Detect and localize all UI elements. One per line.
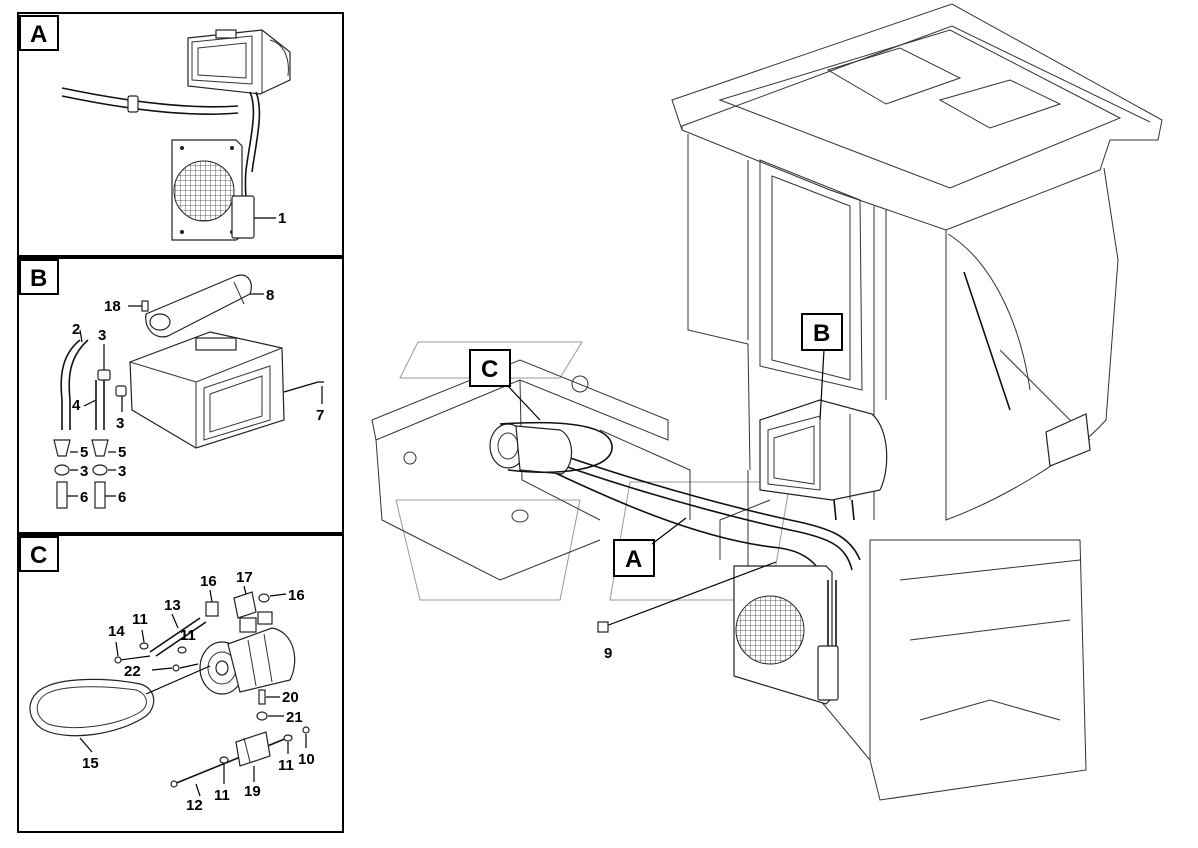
svg-text:A: A — [625, 546, 642, 573]
evaporator-housing-b — [129, 331, 285, 449]
part-21: 21 — [286, 709, 303, 726]
part-6b: 6 — [118, 489, 126, 506]
part-13: 13 — [164, 597, 181, 614]
part-11d: 11 — [214, 787, 230, 804]
part-16b: 16 — [288, 587, 305, 604]
main-cab-assembly: 9 — [371, 3, 1163, 801]
part-2: 2 — [72, 321, 80, 338]
panel-a-tag — [19, 15, 59, 51]
detail-panel-b: B 8 18 7 2 3 — [17, 257, 344, 534]
part-11a: 11 — [132, 611, 148, 628]
part-3b: 3 — [116, 415, 124, 432]
part-1: 1 — [278, 210, 286, 227]
part-19: 19 — [244, 783, 261, 800]
panel-a-label: A — [30, 21, 47, 48]
evaporator-unit-a — [187, 29, 291, 95]
main-callout-b: B — [801, 313, 843, 421]
part-3d: 3 — [118, 463, 126, 480]
part-5a: 5 — [80, 444, 88, 461]
condenser-unit-a — [171, 139, 243, 241]
belt-part-15 — [29, 678, 155, 737]
part-11b: 11 — [180, 627, 196, 644]
part-15: 15 — [82, 755, 99, 772]
part-3c: 3 — [80, 463, 88, 480]
part-20: 20 — [282, 689, 299, 706]
svg-text:C: C — [481, 356, 498, 383]
part-3a: 3 — [98, 327, 106, 344]
panel-c-tag — [19, 536, 59, 572]
part-9: 9 — [604, 645, 612, 662]
part-5b: 5 — [118, 444, 126, 461]
detail-panel-c: C 15 14 11 13 — [17, 534, 344, 833]
condenser-main — [733, 565, 839, 705]
part-7: 7 — [316, 407, 324, 424]
panel-c-label: C — [30, 542, 47, 569]
part-8: 8 — [266, 287, 274, 304]
part-17: 17 — [236, 569, 253, 586]
part-10: 10 — [298, 751, 315, 768]
main-callout-c: C — [469, 349, 541, 421]
part-6a: 6 — [80, 489, 88, 506]
panel-b-label: B — [30, 265, 47, 292]
svg-text:B: B — [813, 320, 830, 347]
part-4: 4 — [72, 397, 81, 414]
part-18: 18 — [104, 298, 121, 315]
compressor-c — [199, 611, 296, 695]
part-11c: 11 — [278, 757, 294, 774]
detail-panel-a: A 1 — [17, 12, 344, 257]
part-16a: 16 — [200, 573, 217, 590]
panel-b-tag — [19, 259, 59, 295]
part-12: 12 — [186, 797, 203, 814]
main-callout-a: A — [613, 517, 687, 577]
part-22: 22 — [124, 663, 141, 680]
compressor-main — [489, 421, 613, 475]
evaporator-main — [759, 399, 888, 521]
part-14: 14 — [108, 623, 125, 640]
